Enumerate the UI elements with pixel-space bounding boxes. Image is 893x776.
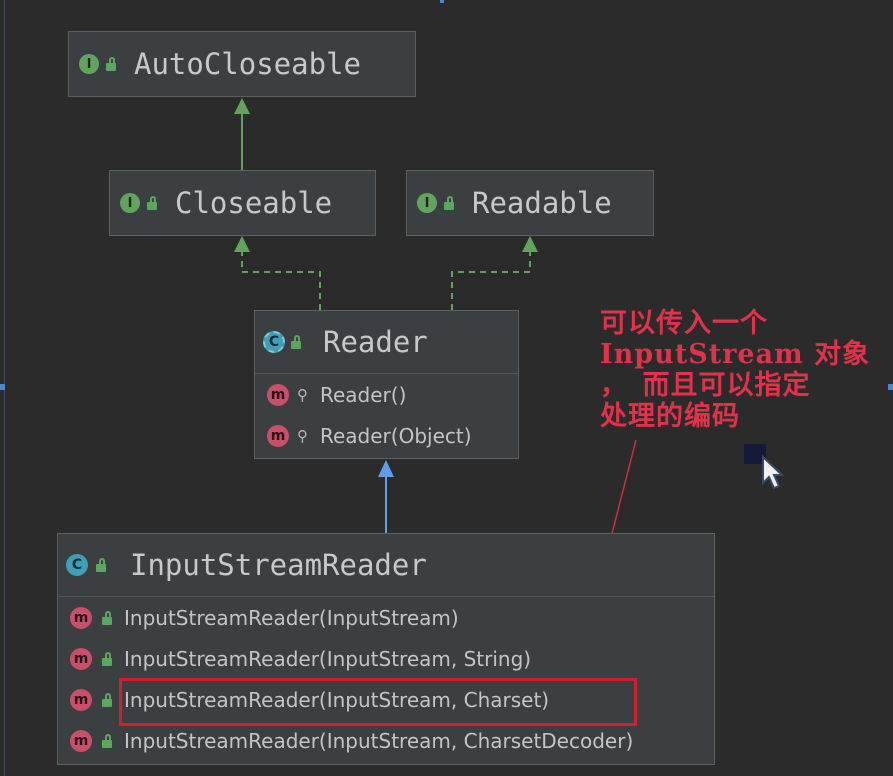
node-reader[interactable]: C Reader m ⚲ Reader() m ⚲ Reader(Object)	[254, 310, 519, 459]
lock-open-icon	[102, 651, 114, 666]
highlight-box	[119, 678, 637, 726]
lock-open-icon	[291, 335, 303, 349]
separator	[58, 596, 714, 597]
member-label: InputStreamReader(InputStream)	[124, 605, 459, 630]
edge-reader-closeable-arrow	[234, 236, 250, 252]
member-row[interactable]: m InputStreamReader(InputStream, Charset…	[58, 720, 714, 761]
member-row[interactable]: m InputStreamReader(InputStream)	[58, 597, 714, 638]
mouse-pointer-icon	[762, 455, 785, 490]
method-badge-icon: m	[267, 424, 289, 447]
cursor-shadow	[744, 444, 766, 464]
member-label: InputStreamReader(InputStream, String)	[124, 646, 532, 671]
lock-open-icon	[96, 558, 108, 572]
annotation-line: 处理的编码	[600, 401, 740, 432]
interface-badge-icon: I	[417, 193, 437, 213]
edge-reader-readable	[451, 250, 531, 310]
interface-badge-icon: I	[120, 193, 140, 213]
method-badge-icon: m	[70, 688, 92, 711]
member-row[interactable]: m ⚲ Reader(Object)	[255, 415, 518, 456]
lock-open-icon	[102, 692, 114, 707]
lock-open-icon	[102, 733, 114, 748]
node-title: AutoCloseable	[134, 47, 361, 81]
key-icon: ⚲	[297, 426, 308, 445]
key-icon: ⚲	[297, 385, 308, 404]
annotation-line: 可以传入一个	[600, 308, 768, 339]
node-title: Reader	[323, 325, 428, 359]
node-closeable[interactable]: I Closeable	[109, 170, 376, 236]
node-title: InputStreamReader	[130, 548, 427, 582]
edge-closeable-autocloseable	[234, 98, 250, 170]
node-title: Readable	[472, 186, 612, 220]
node-autocloseable[interactable]: I AutoCloseable	[68, 31, 416, 97]
method-badge-icon: m	[267, 383, 289, 406]
abstract-class-badge-icon: C	[263, 331, 285, 353]
separator	[255, 373, 518, 374]
member-label: InputStreamReader(InputStream, Charset)	[124, 687, 550, 712]
class-badge-icon: C	[66, 554, 88, 576]
edge-inputstreamreader-reader	[378, 460, 394, 533]
edge-reader-closeable	[241, 250, 321, 310]
method-badge-icon: m	[70, 729, 92, 752]
annotation-line: ， 而且可以指定	[600, 370, 811, 401]
node-inputstreamreader[interactable]: C InputStreamReader m InputStreamReader(…	[57, 533, 715, 765]
frame-tick-top	[440, 0, 444, 3]
lock-open-icon	[444, 196, 456, 210]
node-title: Closeable	[175, 186, 333, 220]
lock-open-icon	[102, 610, 114, 625]
node-readable[interactable]: I Readable	[406, 170, 654, 236]
frame-tick-right	[888, 384, 893, 390]
member-row[interactable]: m InputStreamReader(InputStream, String)	[58, 638, 714, 679]
member-label: InputStreamReader(InputStream, CharsetDe…	[124, 728, 634, 753]
method-badge-icon: m	[70, 606, 92, 629]
member-label: Reader()	[320, 382, 407, 407]
member-label: Reader(Object)	[320, 423, 472, 448]
edge-reader-readable-arrow	[522, 236, 538, 252]
member-row-highlighted[interactable]: m InputStreamReader(InputStream, Charset…	[58, 679, 714, 720]
annotation-line: InputStream 对象	[600, 339, 871, 370]
frame-tick-left	[0, 384, 5, 390]
lock-open-icon	[147, 196, 159, 210]
annotation-text: 可以传入一个 InputStream 对象 ， 而且可以指定 处理的编码	[600, 308, 885, 432]
method-badge-icon: m	[70, 647, 92, 670]
interface-badge-icon: I	[79, 54, 99, 74]
lock-open-icon	[106, 57, 118, 71]
member-row[interactable]: m ⚲ Reader()	[255, 374, 518, 415]
